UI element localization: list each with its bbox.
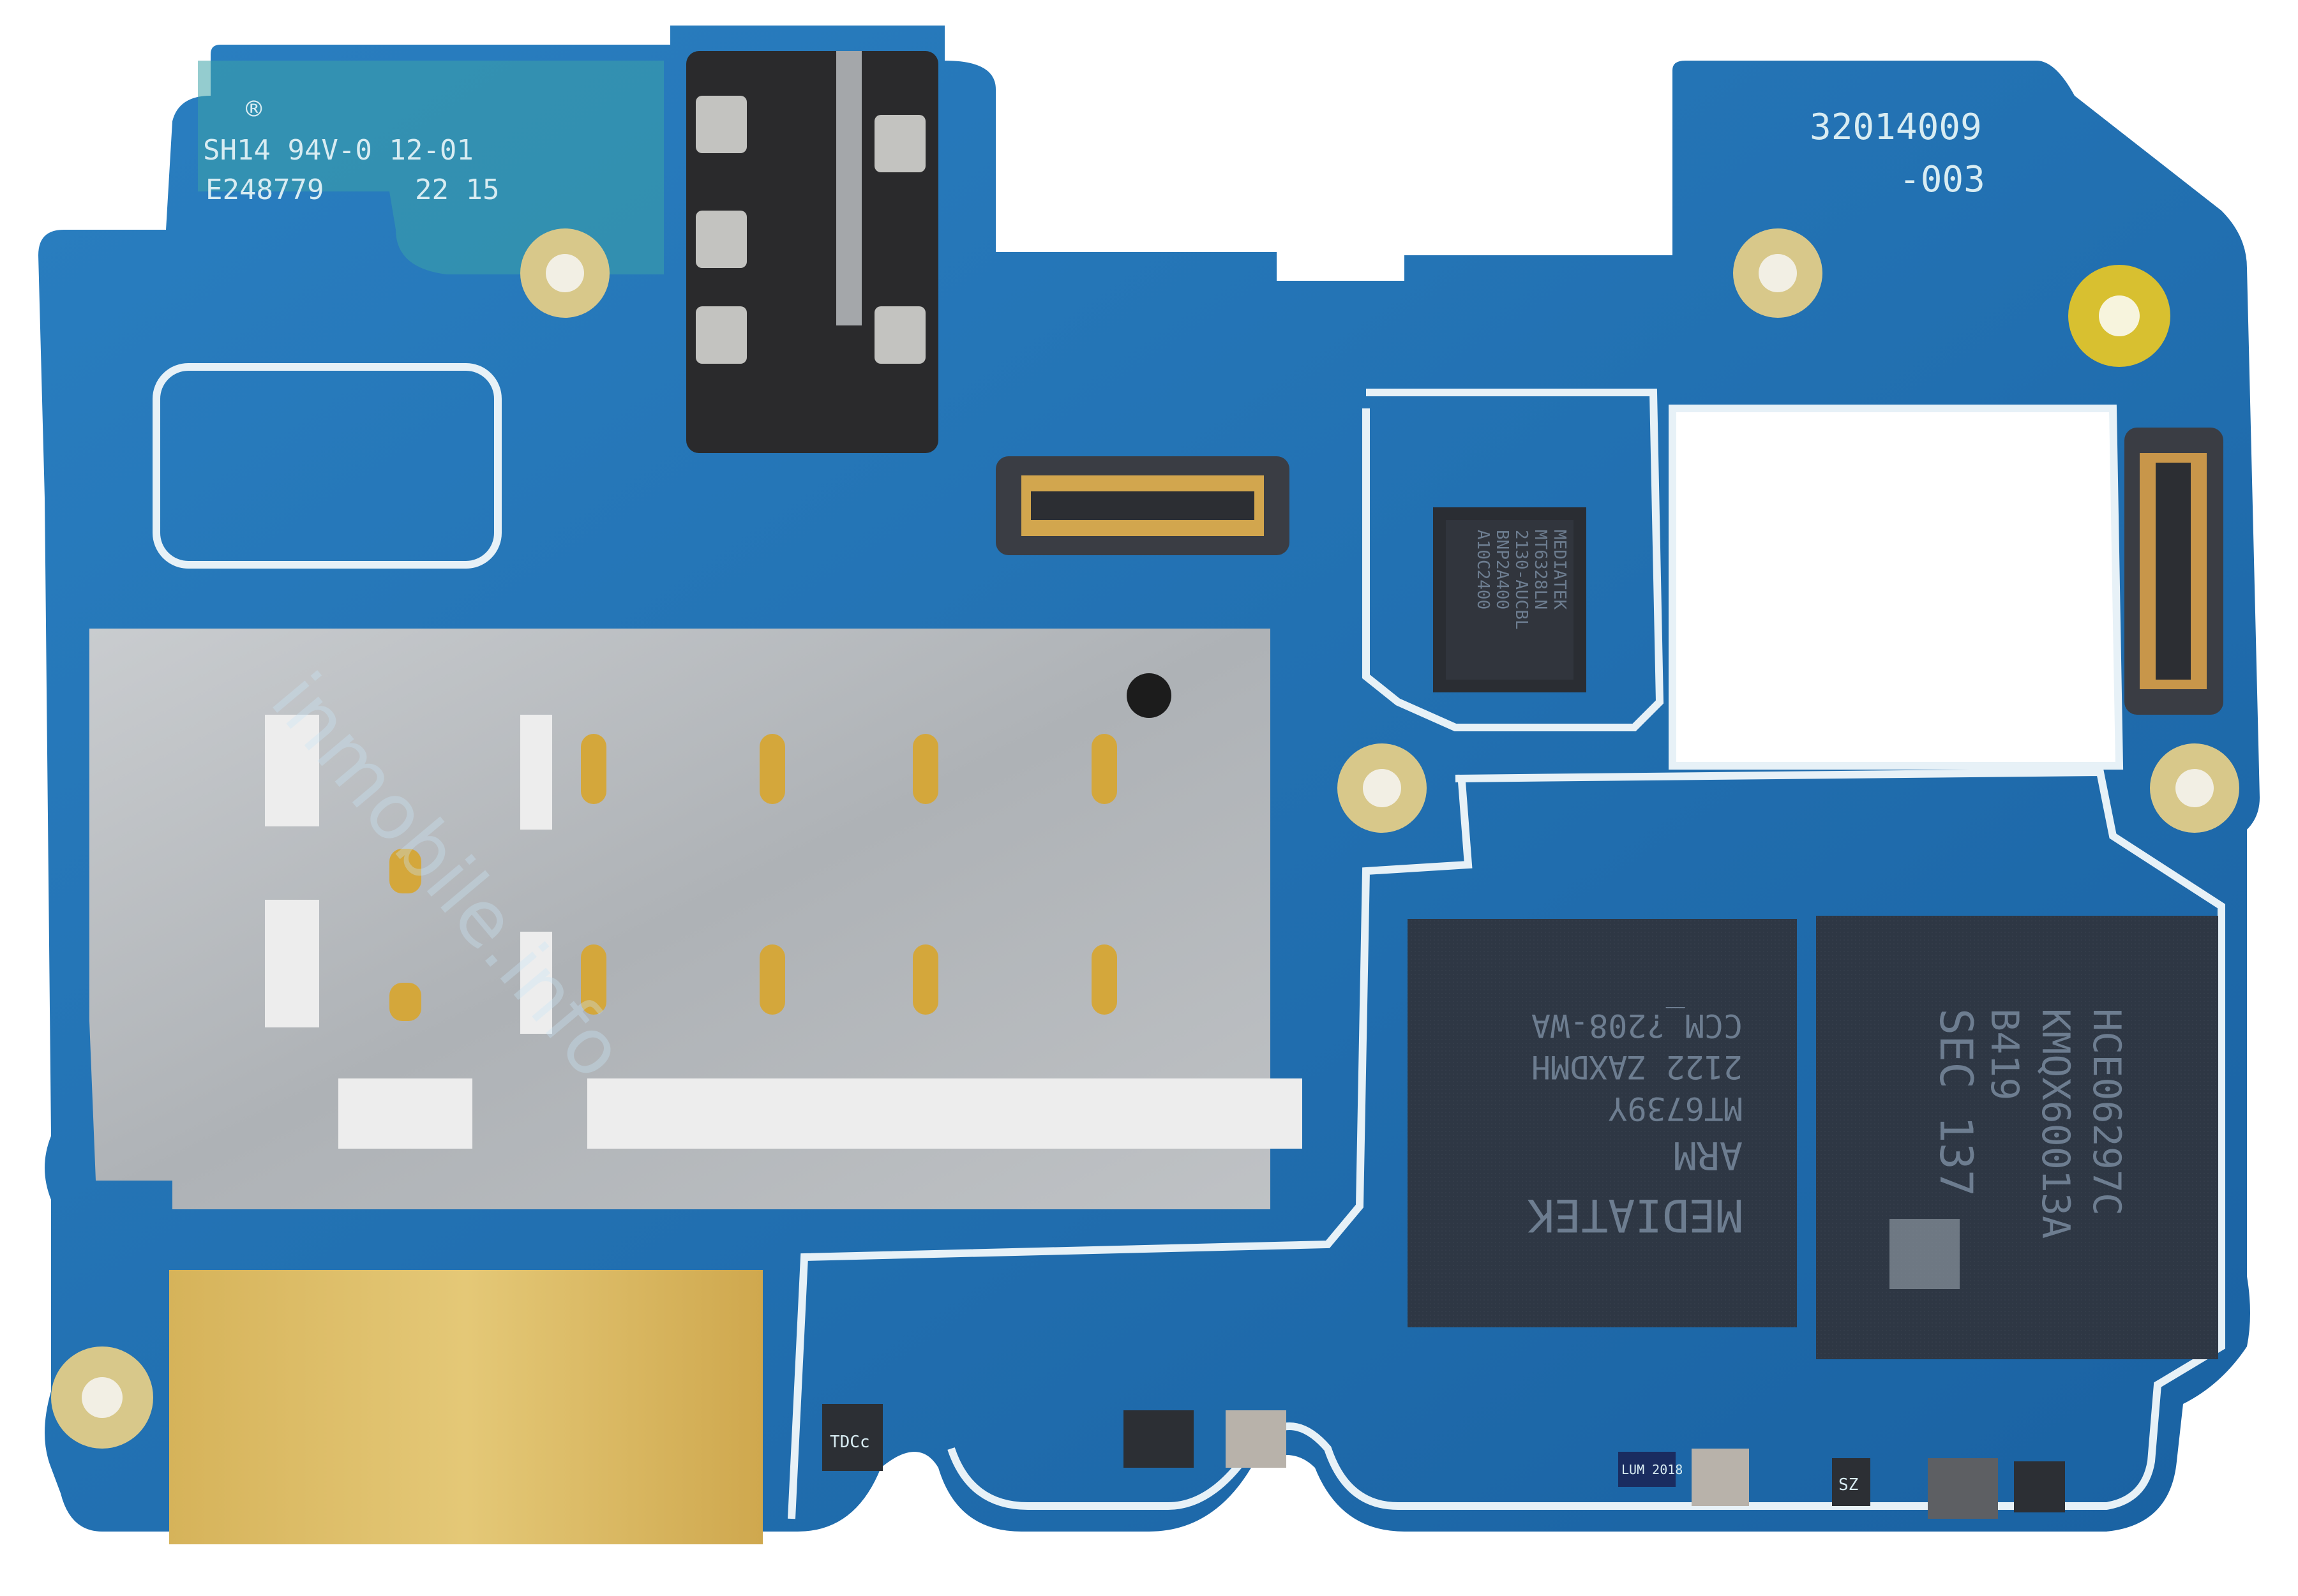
sz-label: SZ [1838,1475,1858,1495]
soc-line4: CCM_?208-WA [1531,1007,1743,1044]
pmic-line5: A10C2400 [1473,530,1492,609]
mounting-holes [51,228,2239,1449]
memory-line4: HCE06297C [2084,1008,2129,1216]
part-number: 32014009 [1810,107,1982,148]
memory-line2: B419 [1982,1008,2027,1101]
ul-marking: SH14 94V-0 12-01 [203,134,474,167]
pmic-chip: MEDIATEK MT6328LN 2130-AUCBL BNP2A400 A1… [1433,507,1586,692]
flex-coated-area [198,61,664,274]
pmic-line3: 2130-AUCBL [1512,530,1531,630]
soc-core: ARM [1674,1133,1743,1177]
pmic-line1: MEDIATEK [1550,530,1569,610]
memory-model: KMQX60013A [2033,1008,2078,1239]
memory-chip: SEC 137 B419 KMQX60013A HCE06297C [1816,916,2218,1359]
inductor-label: TDCc [830,1433,870,1452]
pmic-line2: MT6328LN [1531,530,1550,609]
memory-brand: SEC 137 [1930,1008,1982,1197]
b2b-connector-right [2124,428,2223,715]
soc-line3: 2122 ZAXDMH [1531,1048,1743,1085]
shield-frame-outlines [153,363,2225,1519]
b2b-connector-center [996,456,1289,555]
registered-mark: ® [246,93,262,124]
pmic-line4: BNP2A400 [1492,530,1512,609]
sim-card-tray-shield [89,629,1302,1209]
part-number-suffix: -003 [1899,159,1985,200]
lum-label: LUM 2018 [1621,1462,1683,1477]
ul-file-number: E248779 [206,174,324,206]
soc-chip: MEDIATEK ARM MT6739Y 2122 ZAXDMH CCM_?20… [1408,919,1797,1327]
date-code: 22 15 [415,174,499,206]
soc-model: MT6739Y [1608,1090,1743,1127]
headphone-jack [686,51,938,453]
soc-brand: MEDIATEK [1528,1189,1743,1241]
bottom-components: TDCc LUM 2018 SZ [822,1404,2065,1519]
gold-shield-plate [169,1270,763,1544]
